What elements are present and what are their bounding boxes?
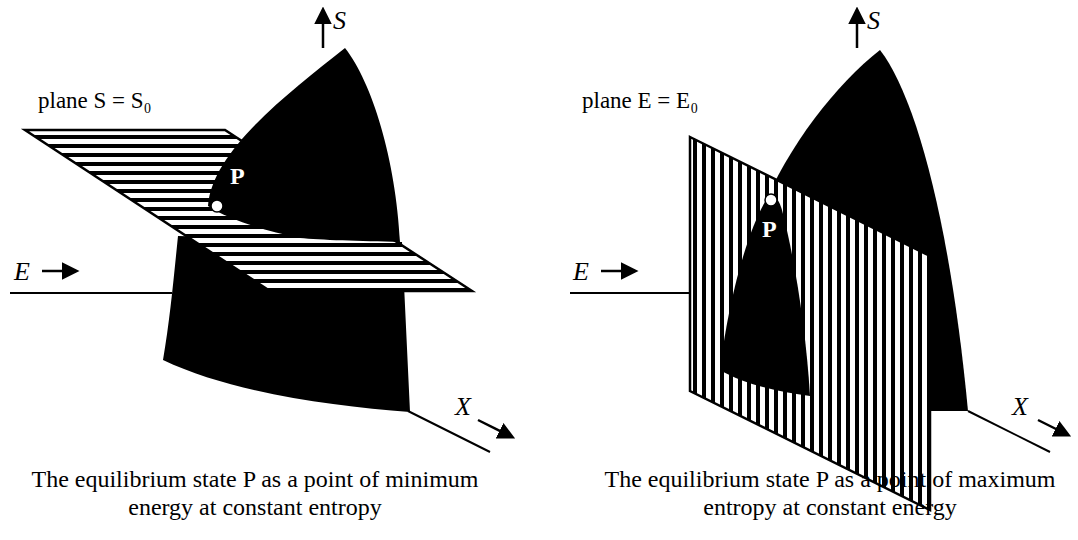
point-label: P <box>762 216 777 244</box>
equilibrium-point <box>765 194 777 206</box>
right-panel <box>570 10 1068 510</box>
x-axis-arrow <box>478 420 512 437</box>
axis-label: S <box>333 6 346 36</box>
caption-text: The equilibrium state P as a point of mi… <box>30 466 480 521</box>
e-axis-arrow <box>42 270 76 273</box>
s-axis-arrow <box>322 10 325 48</box>
equilibrium-point <box>211 200 223 212</box>
axis-label: S <box>867 6 880 36</box>
constant-energy-plane <box>690 137 930 510</box>
entropy-surface-section <box>720 196 810 396</box>
plane-label: plane E = E₀ <box>582 88 698 114</box>
s-axis-arrow <box>856 10 859 48</box>
entropy-surface-upper <box>208 48 400 242</box>
e-axis <box>10 292 172 294</box>
left-panel <box>10 10 512 452</box>
axis-label: X <box>455 392 471 422</box>
axis-label: E <box>573 257 589 287</box>
plane-label: plane S = S₀ <box>38 88 152 114</box>
x-axis <box>408 411 490 452</box>
axis-label: E <box>14 257 30 287</box>
x-axis-arrow <box>1038 420 1068 435</box>
caption-text: The equilibrium state P as a point of ma… <box>600 466 1060 521</box>
axis-label: X <box>1012 392 1028 422</box>
x-axis <box>968 411 1050 452</box>
point-label: P <box>230 163 245 191</box>
e-axis <box>570 292 692 294</box>
e-axis-arrow <box>601 270 635 273</box>
